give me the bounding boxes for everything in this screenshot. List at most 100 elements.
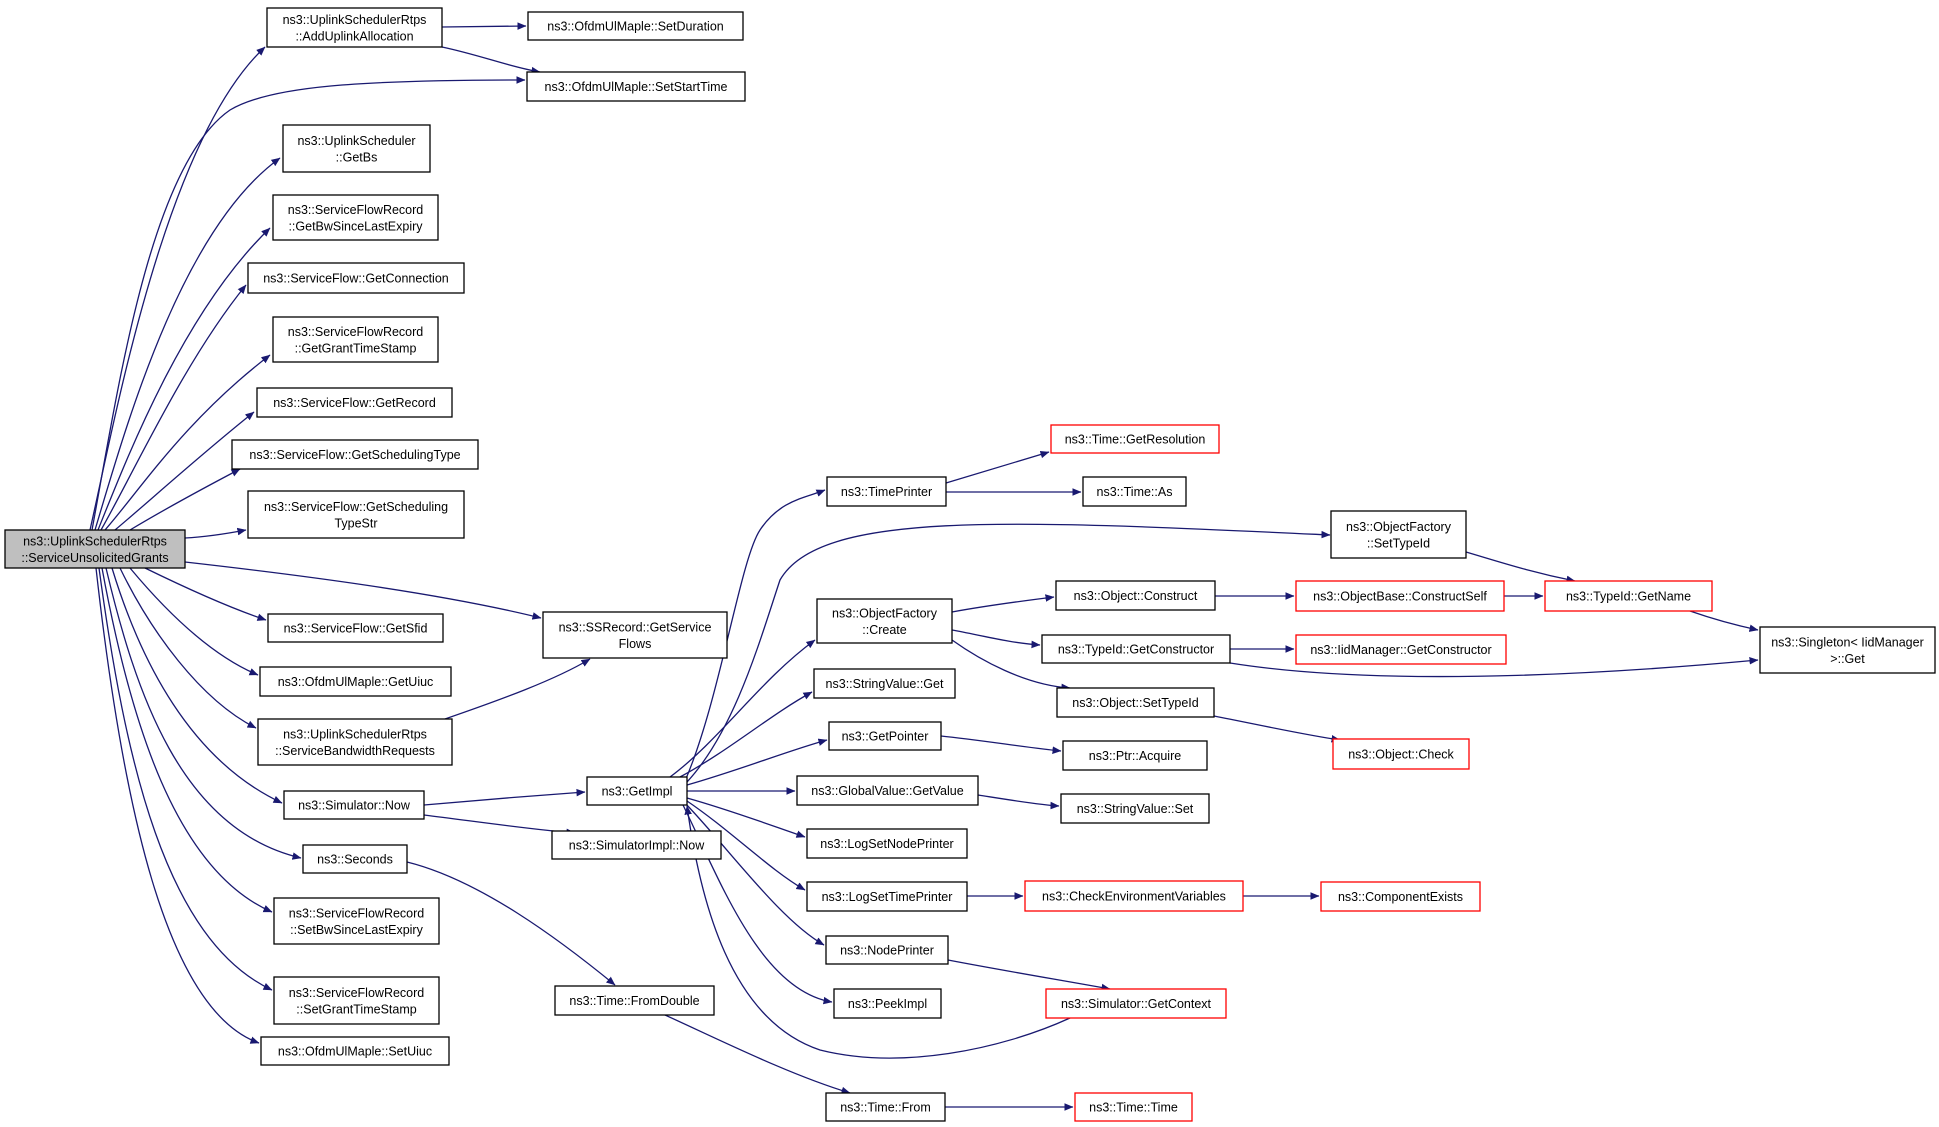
- node-componentExists[interactable]: ns3::ComponentExists: [1320, 881, 1481, 912]
- node-box: [1082, 476, 1187, 507]
- node-box: [825, 935, 949, 965]
- node-timeTime[interactable]: ns3::Time::Time: [1074, 1092, 1193, 1122]
- node-box: [272, 316, 439, 363]
- node-timeAs[interactable]: ns3::Time::As: [1082, 476, 1187, 507]
- node-logSetTime[interactable]: ns3::LogSetTimePrinter: [806, 881, 968, 912]
- edge-ofCreate-to-objConstruct: [951, 594, 1055, 613]
- node-typeIdGetName[interactable]: ns3::TypeId::GetName: [1544, 580, 1713, 612]
- edge-simNow-to-getImpl: [423, 788, 586, 806]
- node-svGet[interactable]: ns3::StringValue::Get: [813, 668, 956, 699]
- node-objCheck[interactable]: ns3::Object::Check: [1332, 738, 1470, 770]
- node-label: ns3::LogSetNodePrinter: [820, 837, 953, 851]
- node-setStartTime[interactable]: ns3::OfdmUlMaple::SetStartTime: [526, 71, 746, 102]
- node-box: [283, 790, 425, 820]
- edge-root-to-simNow: [111, 567, 283, 804]
- edge-getImpl-to-svGet: [679, 691, 813, 778]
- node-svSet[interactable]: ns3::StringValue::Set: [1060, 793, 1210, 824]
- node-serviceBw[interactable]: ns3::UplinkSchedulerRtps::ServiceBandwid…: [257, 718, 453, 766]
- node-root[interactable]: ns3::UplinkSchedulerRtps::ServiceUnsolic…: [4, 529, 186, 569]
- edge-getConstructor-to-singletonGet: [1229, 657, 1759, 678]
- node-fromDouble[interactable]: ns3::Time::FromDouble: [554, 985, 715, 1016]
- node-getImpl[interactable]: ns3::GetImpl: [586, 776, 688, 806]
- node-box: [260, 1036, 450, 1066]
- node-simGetContext[interactable]: ns3::Simulator::GetContext: [1045, 988, 1227, 1019]
- node-timeFrom[interactable]: ns3::Time::From: [825, 1092, 946, 1122]
- node-getPointer[interactable]: ns3::GetPointer: [828, 721, 942, 751]
- node-objSetTypeId[interactable]: ns3::Object::SetTypeId: [1056, 687, 1215, 718]
- node-box: [1295, 634, 1507, 665]
- node-peekImpl[interactable]: ns3::PeekImpl: [833, 988, 942, 1019]
- node-box: [1074, 1092, 1193, 1122]
- edge-objSetTypeId-to-objCheck: [1213, 715, 1341, 743]
- node-constructSelf[interactable]: ns3::ObjectBase::ConstructSelf: [1295, 580, 1505, 612]
- node-checkEnv[interactable]: ns3::CheckEnvironmentVariables: [1024, 880, 1244, 912]
- node-label: ns3::Object::Check: [1348, 748, 1454, 762]
- node-getConstructor[interactable]: ns3::TypeId::GetConstructor: [1041, 634, 1231, 664]
- node-getSchedType[interactable]: ns3::ServiceFlow::GetSchedulingType: [231, 439, 479, 470]
- node-getGrantTS[interactable]: ns3::ServiceFlowRecord::GetGrantTimeStam…: [272, 316, 439, 363]
- edge-addUplink-to-setStartTime: [441, 46, 541, 75]
- node-setUiuc[interactable]: ns3::OfdmUlMaple::SetUiuc: [260, 1036, 450, 1066]
- node-getSfid[interactable]: ns3::ServiceFlow::GetSfid: [267, 613, 444, 643]
- edge-root-to-setBwSince: [101, 567, 273, 913]
- node-getRecord[interactable]: ns3::ServiceFlow::GetRecord: [256, 387, 453, 418]
- node-label: ns3::ServiceFlow::GetScheduling: [264, 500, 448, 514]
- edge-root-to-serviceBw: [119, 567, 257, 729]
- edge-getImpl-to-getPointer: [686, 738, 828, 786]
- edge-getImpl-to-nodePrinter: [684, 802, 825, 946]
- node-getResolution[interactable]: ns3::Time::GetResolution: [1050, 424, 1220, 454]
- node-label: ns3::GetImpl: [602, 785, 673, 799]
- node-box: [1332, 738, 1470, 770]
- node-label: ns3::OfdmUlMaple::GetUiuc: [278, 675, 434, 689]
- node-label: ::ServiceUnsolicitedGrants: [21, 551, 168, 565]
- node-label: ns3::StringValue::Get: [826, 677, 944, 691]
- node-ofCreate[interactable]: ns3::ObjectFactory::Create: [816, 598, 953, 644]
- node-label: ns3::LogSetTimePrinter: [822, 890, 953, 904]
- node-box: [302, 844, 408, 874]
- node-timePrinter[interactable]: ns3::TimePrinter: [826, 476, 947, 507]
- node-label: ns3::GetPointer: [842, 730, 929, 744]
- node-nodePrinter[interactable]: ns3::NodePrinter: [825, 935, 949, 965]
- node-setGrantTS[interactable]: ns3::ServiceFlowRecord::SetGrantTimeStam…: [273, 976, 440, 1025]
- node-ofSetTypeId[interactable]: ns3::ObjectFactory::SetTypeId: [1330, 510, 1467, 559]
- node-label: ns3::Simulator::GetContext: [1061, 997, 1212, 1011]
- node-logSetNode[interactable]: ns3::LogSetNodePrinter: [806, 828, 968, 859]
- edge-ofCreate-to-objSetTypeId: [951, 639, 1071, 692]
- edge-root-to-getSchedType: [129, 468, 241, 531]
- edge-timePrinter-to-getResolution: [945, 450, 1050, 484]
- node-objConstruct[interactable]: ns3::Object::Construct: [1055, 580, 1216, 611]
- node-label: ns3::ServiceFlowRecord: [289, 906, 425, 920]
- node-iidGetConstructor[interactable]: ns3::IidManager::GetConstructor: [1295, 634, 1507, 665]
- edge-fromDouble-to-timeFrom: [664, 1014, 851, 1095]
- node-addUplink[interactable]: ns3::UplinkSchedulerRtps::AddUplinkAlloc…: [266, 7, 443, 48]
- node-seconds[interactable]: ns3::Seconds: [302, 844, 408, 874]
- node-label: ns3::TimePrinter: [841, 485, 932, 499]
- edge-root-to-getConnection: [100, 284, 247, 531]
- node-gvGetValue[interactable]: ns3::GlobalValue::GetValue: [796, 775, 979, 806]
- edge-nodePrinter-to-simGetContext: [947, 959, 1111, 992]
- edge-root-to-seconds: [105, 567, 302, 860]
- node-box: [1024, 880, 1244, 912]
- node-label: ns3::PeekImpl: [848, 997, 927, 1011]
- node-box: [257, 718, 453, 766]
- node-getConnection[interactable]: ns3::ServiceFlow::GetConnection: [247, 262, 465, 294]
- node-getUiuc[interactable]: ns3::OfdmUlMaple::GetUiuc: [259, 666, 452, 697]
- node-simImplNow[interactable]: ns3::SimulatorImpl::Now: [551, 830, 722, 860]
- node-ptrAcquire[interactable]: ns3::Ptr::Acquire: [1062, 740, 1208, 771]
- node-setBwSince[interactable]: ns3::ServiceFlowRecord::SetBwSinceLastEx…: [273, 897, 440, 945]
- node-singletonGet[interactable]: ns3::Singleton< IidManager >::Get: [1759, 626, 1936, 674]
- node-label: ns3::ServiceFlow::GetRecord: [273, 396, 436, 410]
- edge-getImpl-to-timePrinter: [684, 489, 826, 782]
- node-setDuration[interactable]: ns3::OfdmUlMaple::SetDuration: [527, 11, 744, 41]
- node-label: ::GetBs: [336, 150, 378, 164]
- node-box: [273, 976, 440, 1025]
- node-box: [256, 387, 453, 418]
- node-label: ns3::ServiceFlowRecord: [288, 203, 424, 217]
- edge-typeIdGetName-to-singletonGet: [1689, 610, 1759, 632]
- node-getBwSince[interactable]: ns3::ServiceFlowRecord::GetBwSinceLastEx…: [272, 194, 439, 241]
- node-simNow[interactable]: ns3::Simulator::Now: [283, 790, 425, 820]
- node-getBs[interactable]: ns3::UplinkScheduler::GetBs: [282, 124, 431, 173]
- node-box: [796, 775, 979, 806]
